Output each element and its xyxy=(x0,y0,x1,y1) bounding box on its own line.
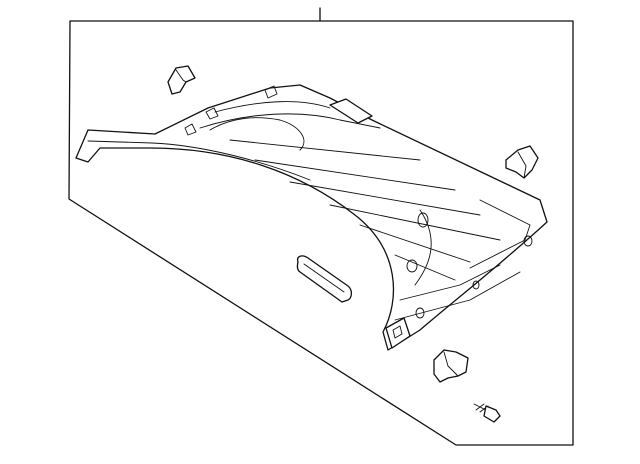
bottom-retainer-clip xyxy=(434,350,468,382)
right-retainer-clip xyxy=(506,146,538,178)
left-retainer-clip xyxy=(168,66,195,94)
parts-frame xyxy=(69,21,573,445)
mounting-screw xyxy=(474,404,500,422)
side-cover-panel xyxy=(297,256,351,302)
package-tray-trim-panel xyxy=(76,85,547,350)
